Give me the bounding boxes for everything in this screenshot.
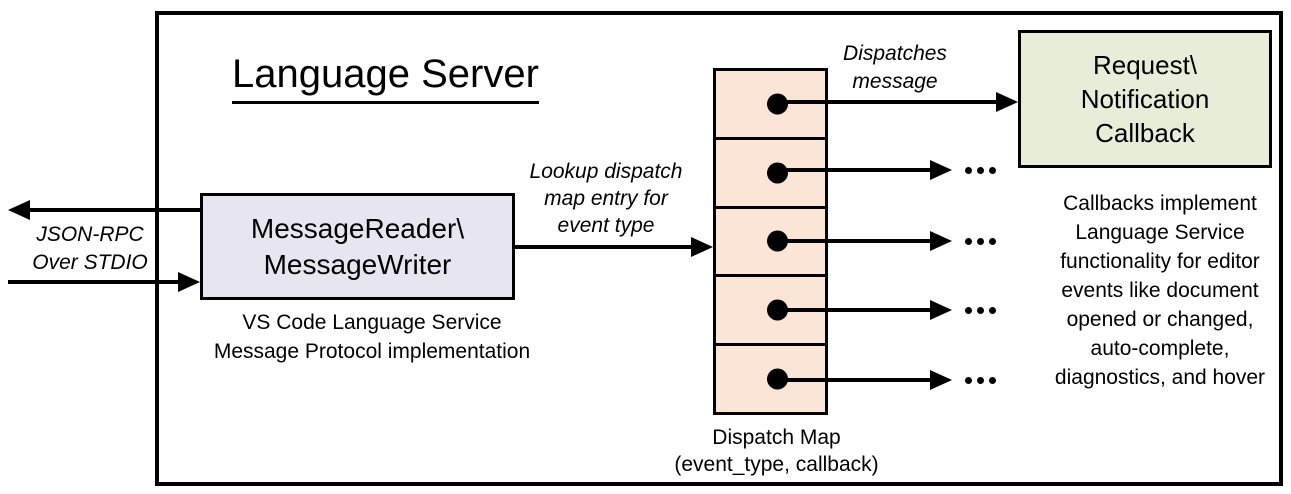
arrow-in-right-line	[8, 280, 178, 284]
dispatch-map-title: Dispatch Map	[712, 426, 841, 449]
message-writer-line: MessageWriter	[263, 248, 452, 280]
arrow-out-left-line	[30, 208, 200, 212]
ellipsis-icon	[965, 377, 996, 384]
dispatch-arrow-5-line	[780, 378, 930, 382]
arrow-out-left-head-icon	[8, 200, 30, 220]
ellipsis-icon	[965, 167, 996, 174]
message-reader-line: MessageReader\	[250, 212, 465, 244]
connector-dot-icon	[767, 230, 788, 252]
lookup-arrow-line	[515, 245, 695, 249]
callback-line: Callback	[1095, 118, 1195, 148]
ellipsis-icon	[965, 307, 996, 314]
lookup-arrow-head-icon	[691, 237, 713, 257]
page-title: Language Server	[232, 50, 539, 104]
callbacks-note: Callbacks implement Language Service fun…	[1030, 189, 1290, 392]
dispatch-arrow-4-line	[780, 308, 930, 312]
message-line: message	[852, 70, 938, 93]
dispatch-map-row	[716, 209, 825, 278]
json-rpc-line: JSON-RPC	[36, 223, 144, 246]
reader-box-caption: VS Code Language Service Message Protoco…	[192, 308, 552, 366]
dispatches-message-label: Dispatches message	[810, 40, 980, 96]
dispatch-arrow-1-line	[780, 100, 998, 104]
dispatch-map-row	[716, 346, 825, 412]
dispatch-arrow-1-head-icon	[996, 92, 1018, 112]
dispatch-map-label: Dispatch Map (event_type, callback)	[664, 424, 889, 478]
connector-dot-icon	[767, 368, 788, 390]
dispatch-arrow-3-line	[780, 239, 930, 243]
dispatch-arrow-3-head-icon	[930, 231, 952, 251]
connector-dot-icon	[767, 93, 788, 115]
note-line-1: Callbacks implement	[1063, 192, 1257, 215]
request-notification-callback-box: Request\ Notification Callback	[1018, 30, 1272, 168]
dispatch-map-row	[716, 277, 825, 347]
connector-dot-icon	[767, 162, 788, 184]
note-line-7: diagnostics, and hover	[1054, 366, 1266, 389]
json-rpc-stdio-label: JSON-RPC Over STDIO	[15, 221, 165, 277]
dispatch-arrow-2-line	[780, 168, 930, 172]
over-stdio-line: Over STDIO	[32, 251, 148, 274]
request-line: Request\	[1092, 50, 1198, 80]
note-line-5: opened or changed,	[1066, 308, 1254, 331]
lookup-label: Lookup dispatch map entry for event type	[518, 158, 694, 239]
dispatch-arrow-5-head-icon	[930, 370, 952, 390]
note-line-2: Language Service	[1075, 221, 1245, 244]
note-line-6: auto-complete,	[1090, 337, 1230, 360]
dispatch-map-row	[716, 71, 825, 140]
connector-dot-icon	[767, 299, 788, 321]
notification-line: Notification	[1080, 84, 1210, 114]
ellipsis-icon	[965, 238, 996, 245]
arrow-in-right-head-icon	[178, 272, 200, 292]
lookup-line-3: event type	[557, 214, 655, 237]
dispatch-map-stack	[713, 68, 828, 415]
message-reader-writer-box: MessageReader\ MessageWriter	[200, 193, 515, 300]
dispatch-map-row	[716, 140, 825, 209]
note-line-4: events like document	[1061, 279, 1259, 302]
dispatch-map-signature: (event_type, callback)	[674, 453, 879, 476]
dispatch-arrow-4-head-icon	[930, 300, 952, 320]
dispatch-arrow-2-head-icon	[930, 160, 952, 180]
caption-line-2: Message Protocol implementation	[213, 340, 531, 363]
note-line-3: functionality for editor	[1060, 250, 1260, 273]
caption-line-1: VS Code Language Service	[242, 311, 502, 334]
dispatches-line: Dispatches	[843, 42, 947, 65]
lookup-line-1: Lookup dispatch	[529, 160, 683, 183]
lookup-line-2: map entry for	[544, 187, 668, 210]
